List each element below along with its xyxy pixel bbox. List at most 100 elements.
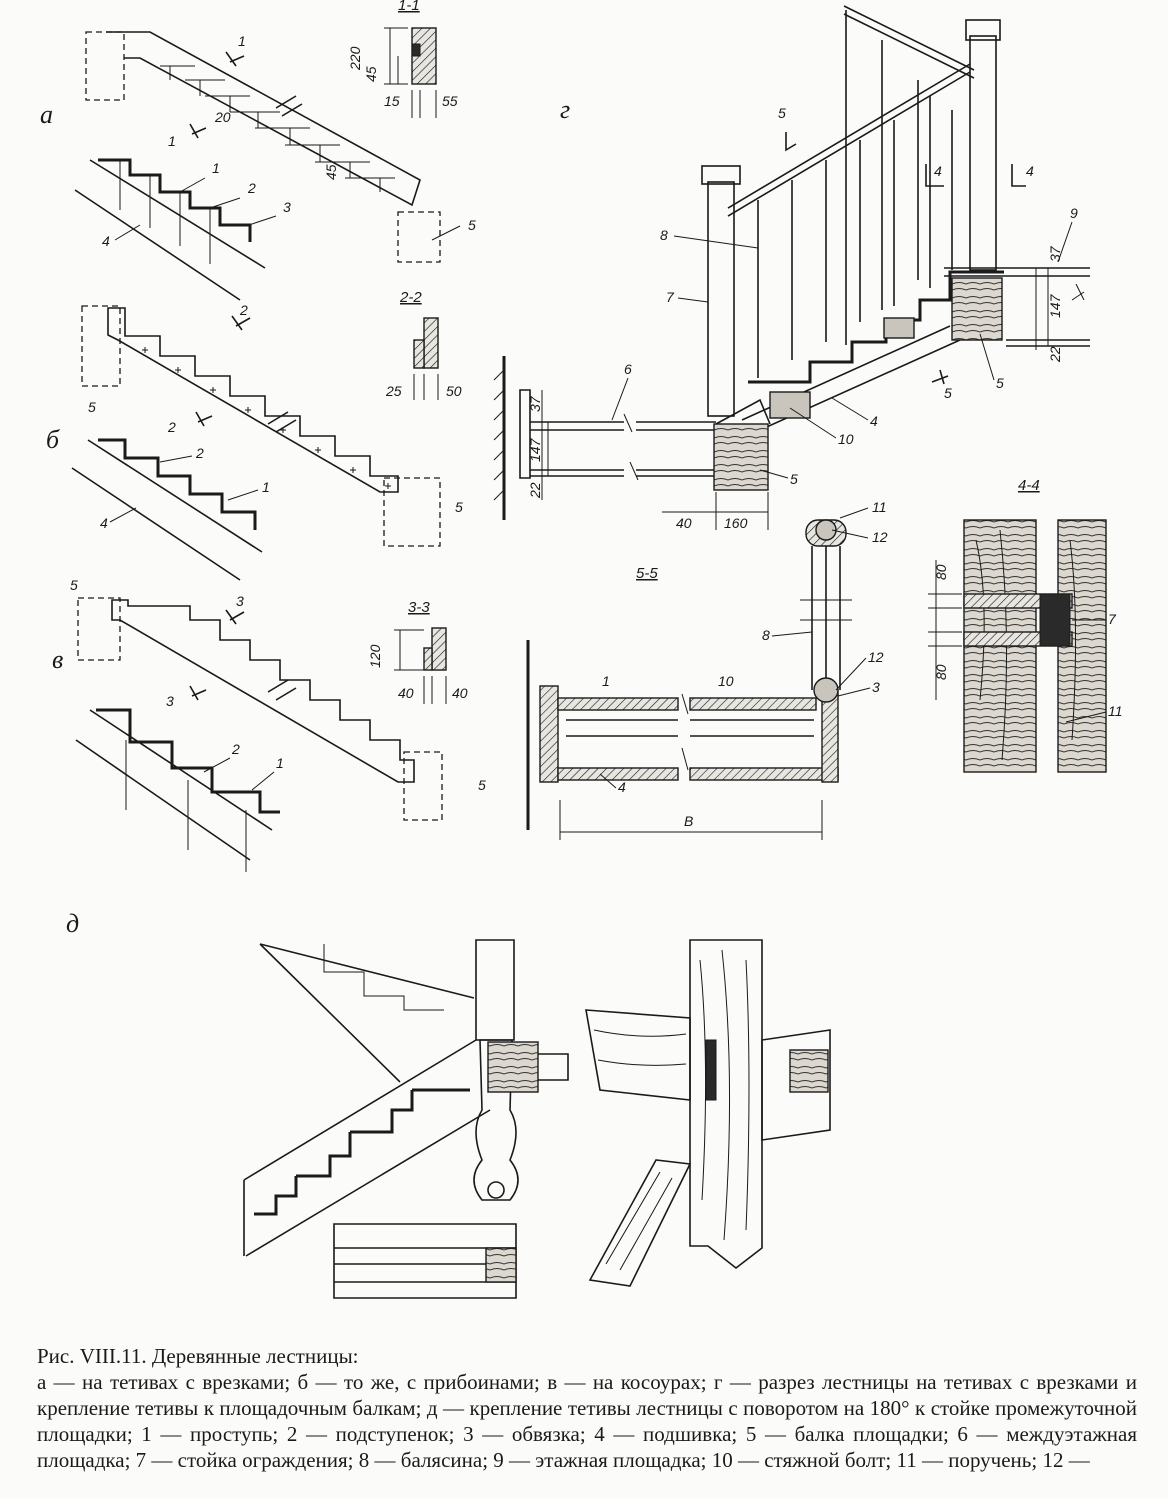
caption-body: а — на тетивах с врезками; б — то же, с …	[37, 1370, 1137, 1472]
part-1: 1	[262, 479, 270, 495]
dim-lines	[1035, 268, 1049, 350]
cleat-section	[423, 647, 433, 671]
dim-80: 80	[933, 664, 949, 680]
dim-120: 120	[367, 644, 383, 668]
tread-tenon	[585, 1009, 691, 1101]
leader-lines	[1057, 221, 1073, 263]
leader-lines	[1065, 619, 1107, 723]
part-11: 11	[872, 499, 887, 515]
landing-joist	[538, 1053, 569, 1081]
part-1: 1	[602, 673, 610, 689]
upper-flight	[259, 943, 475, 1083]
section-mark-5	[785, 132, 797, 152]
stair-handrail	[727, 63, 971, 217]
tread-block	[883, 317, 915, 339]
dim-40: 40	[676, 515, 692, 531]
section-4-4: 4-4 80 80 7 11	[928, 477, 1123, 773]
stringer-piece	[588, 1159, 692, 1287]
dim-37: 37	[527, 395, 543, 412]
section-mark-5-label: 5	[778, 105, 786, 121]
dim-40: 40	[452, 685, 468, 701]
stair-treads	[98, 438, 257, 530]
dim-55: 55	[442, 93, 458, 109]
panel-a: а 20 45 1 1 1 2 3 4 5	[40, 31, 476, 301]
section-mark-2	[231, 315, 251, 331]
soffit-section	[557, 767, 679, 781]
newel-cap	[701, 165, 741, 185]
panel-label-v: в	[52, 645, 63, 674]
carriage-lines	[125, 740, 247, 872]
stringer-bearing	[715, 398, 771, 425]
section-title-4-4: 4-4	[1018, 477, 1040, 494]
section-mark-2-label: 2	[239, 302, 248, 318]
stair-risers	[119, 160, 211, 264]
leader-lines	[203, 757, 275, 791]
carriage-beam	[111, 599, 415, 783]
post-mortise	[705, 1039, 717, 1101]
dim-lines	[384, 27, 437, 118]
carriage-section	[431, 627, 447, 671]
beam-end-grain	[789, 1049, 829, 1093]
intermediate-landing	[530, 421, 716, 477]
dim-45: 45	[363, 66, 379, 82]
panel-b: б 2 2 5 5 2 1 4	[46, 302, 463, 581]
dim-lines	[662, 492, 769, 530]
part-1: 1	[276, 755, 284, 771]
part-5: 5	[455, 499, 463, 515]
part-1: 1	[212, 160, 220, 176]
dim-220: 220	[347, 46, 363, 71]
cleat-section	[413, 339, 425, 369]
part-5: 5	[478, 777, 486, 793]
section-mark-5	[931, 369, 949, 385]
panel-g: г 37 147 22 9 37 147 22	[493, 5, 1090, 531]
stair-treads	[96, 708, 280, 814]
section-title-5-5: 5-5	[636, 565, 658, 582]
caption-title: Рис. VIII.11. Деревянные лестницы:	[37, 1344, 359, 1368]
soffit-section	[689, 767, 839, 781]
stringer-left	[539, 685, 559, 783]
dim-lines	[559, 800, 823, 840]
upper-handrail	[843, 5, 975, 79]
leader-lines	[114, 177, 461, 241]
dim-22: 22	[527, 482, 543, 499]
part-2: 2	[195, 445, 204, 461]
part-2: 2	[247, 180, 256, 196]
landing-beam-outline	[403, 751, 443, 821]
tread-section	[689, 697, 817, 711]
newel-post-lower	[707, 181, 735, 417]
break-mark	[623, 413, 639, 481]
upper-steps	[323, 944, 444, 1011]
dim-lines	[541, 390, 549, 500]
part-7: 7	[1108, 611, 1117, 627]
stair-treads	[98, 158, 252, 242]
balusters	[757, 96, 931, 378]
part-11: 11	[1108, 703, 1123, 719]
panel-d: д	[66, 909, 831, 1299]
part-12: 12	[868, 649, 884, 665]
section-mark-1-label: 1	[168, 133, 176, 149]
stringer-body	[106, 31, 421, 207]
landing-beam-upper	[951, 277, 1003, 341]
dim-45: 45	[323, 164, 339, 180]
stringer-with-cleats	[107, 307, 399, 493]
part-4: 4	[102, 233, 110, 249]
section-mark-5-label: 5	[944, 385, 952, 401]
dim-160: 160	[724, 515, 748, 531]
newel-turned-foot	[473, 1039, 519, 1201]
newel-finial	[487, 1181, 505, 1199]
stringer-right	[821, 689, 839, 783]
dim-22: 22	[1047, 346, 1063, 363]
leader-lines	[109, 455, 259, 523]
dim-20: 20	[214, 109, 231, 125]
part-5: 5	[996, 375, 1004, 391]
section-title-2-2: 2-2	[399, 289, 422, 306]
panel-v: в 5 5 3 3 2 1	[52, 577, 486, 872]
section-2-2: 2-2 25 50	[385, 289, 462, 400]
part-3: 3	[283, 199, 291, 215]
dim-lines	[413, 374, 439, 400]
dim-lines	[928, 560, 962, 700]
tread-grain	[593, 1029, 687, 1066]
floor-landing	[944, 267, 1090, 347]
part-3: 3	[872, 679, 880, 695]
part-6: 6	[624, 361, 632, 377]
